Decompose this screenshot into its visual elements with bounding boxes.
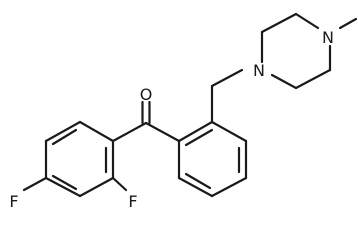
bond-piperazine-5 (294, 68, 332, 90)
bond-piperazine-6 (270, 73, 298, 90)
bond-left-ring-2 (78, 176, 115, 198)
atom-nitrogen-benzyl: N (253, 61, 265, 80)
bond-left-ring-inner-c (51, 128, 78, 146)
bond-c-f-para (22, 176, 48, 192)
bond-left-ring-5 (44, 120, 82, 143)
bond-right-ring-5 (177, 176, 214, 198)
bond-right-ring-inner-a (184, 128, 214, 147)
bond-co-left-ring (111, 121, 148, 143)
bond-n-methyl (338, 17, 358, 30)
bond-c-f-ortho (111, 176, 128, 192)
bond-ch2-n (210, 68, 244, 88)
chemical-structure: O F F N N (9, 12, 358, 211)
bond-co-right-ring (144, 121, 181, 143)
bond-piperazine-2 (260, 12, 298, 34)
bond-right-ring-2 (210, 120, 248, 143)
atom-fluorine-ortho: F (128, 192, 137, 211)
atom-nitrogen-methyl: N (322, 28, 334, 47)
bond-left-ring-6 (78, 120, 115, 143)
atom-fluorine-para: F (9, 192, 18, 211)
structure-canvas: O F F N N (9, 12, 358, 211)
atom-oxygen: O (140, 85, 153, 104)
bond-left-ring-inner-b (51, 174, 78, 191)
bond-right-ring-4 (210, 176, 248, 198)
bond-right-ring-inner-c (184, 172, 212, 190)
bond-right-ring-1 (177, 120, 214, 143)
bond-piperazine-3 (294, 12, 320, 30)
bond-left-ring-3 (44, 176, 82, 198)
